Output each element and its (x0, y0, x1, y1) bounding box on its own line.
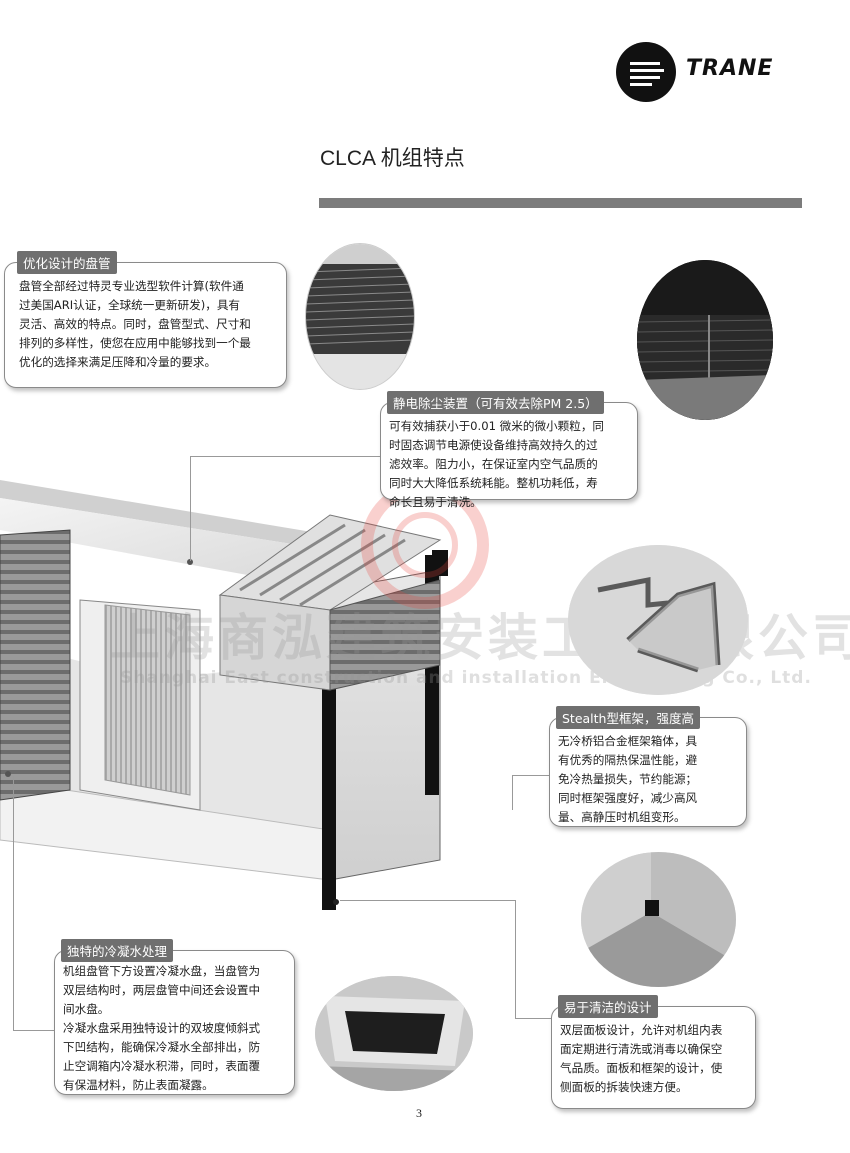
leader-line (515, 900, 516, 1018)
trane-logo-emblem-icon (616, 42, 676, 102)
feature-card-easy-clean: 易于清洁的设计 双层面板设计，允许对机组内表 面定期进行清洗或消毒以确保空 气品… (551, 995, 756, 1109)
feature-text: 可有效捕获小于0.01 微米的微小颗粒，同 时固态调节电源使设备维持高效持久的过… (389, 419, 605, 509)
air-handling-unit-illustration (0, 480, 448, 910)
leader-line (190, 456, 380, 457)
feature-card-electrostatic: 静电除尘装置（可有效去除PM 2.5） 可有效捕获小于0.01 微米的微小颗粒，… (380, 391, 638, 509)
feature-tag: 独特的冷凝水处理 (61, 939, 174, 962)
leader-line (512, 775, 513, 810)
feature-card-condensate: 独特的冷凝水处理 机组盘管下方设置冷凝水盘，当盘管为 双层结构时，两层盘管中间还… (54, 939, 295, 1095)
page-number: 3 (416, 1106, 422, 1120)
feature-text: 盘管全部经过特灵专业选型软件计算(软件通 过美国ARI认证，全球统一更新研发)，… (19, 279, 251, 369)
trane-logo-text: TRANE (686, 56, 774, 81)
leader-line (340, 900, 515, 901)
leader-line (515, 1018, 551, 1019)
feature-text: 机组盘管下方设置冷凝水盘，当盘管为 双层结构时，两层盘管中间还会设置中 间水盘。… (63, 964, 261, 1092)
leader-line (13, 776, 14, 1031)
leader-line (512, 775, 549, 776)
leader-line (13, 1030, 58, 1031)
feature-tag: 优化设计的盘管 (17, 251, 117, 274)
feature-tag: 易于清洁的设计 (558, 995, 658, 1018)
feature-text: 双层面板设计，允许对机组内表 面定期进行清洗或消毒以确保空 气品质。面板和框架的… (560, 1023, 723, 1094)
double-panel-corner-photo (581, 852, 736, 987)
title-divider (319, 198, 802, 208)
feature-text: 无冷桥铝合金框架箱体，具 有优秀的隔热保温性能，避 免冷热量损失，节约能源； 同… (558, 734, 698, 824)
page-title: CLCA 机组特点 (320, 147, 465, 170)
feature-card-stealth-frame: Stealth型框架，强度高 无冷桥铝合金框架箱体，具 有优秀的隔热保温性能，避… (549, 706, 747, 827)
trane-logo: TRANE (616, 42, 816, 102)
stealth-frame-photo (568, 545, 748, 695)
feature-tag: Stealth型框架，强度高 (556, 706, 700, 729)
leader-line (190, 456, 191, 561)
condensate-pan-photo (315, 976, 473, 1091)
coil-photo (305, 243, 415, 390)
electrostatic-filter-photo (637, 260, 773, 420)
feature-tag: 静电除尘装置（可有效去除PM 2.5） (387, 391, 604, 414)
feature-card-coil: 优化设计的盘管 盘管全部经过特灵专业选型软件计算(软件通 过美国ARI认证，全球… (4, 251, 287, 388)
